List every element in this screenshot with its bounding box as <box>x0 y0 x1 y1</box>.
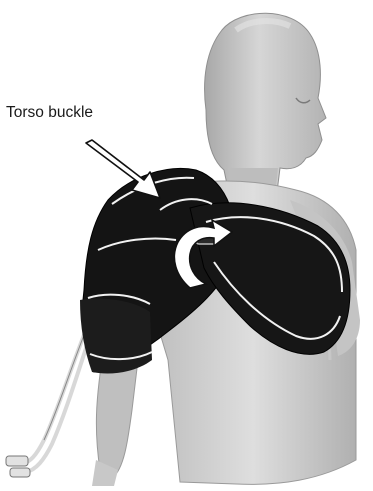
tubing-connector <box>6 456 30 477</box>
callout-label: Torso buckle <box>6 104 93 122</box>
cold-therapy-tubing <box>22 330 92 472</box>
mannequin-left-arm <box>92 360 138 486</box>
